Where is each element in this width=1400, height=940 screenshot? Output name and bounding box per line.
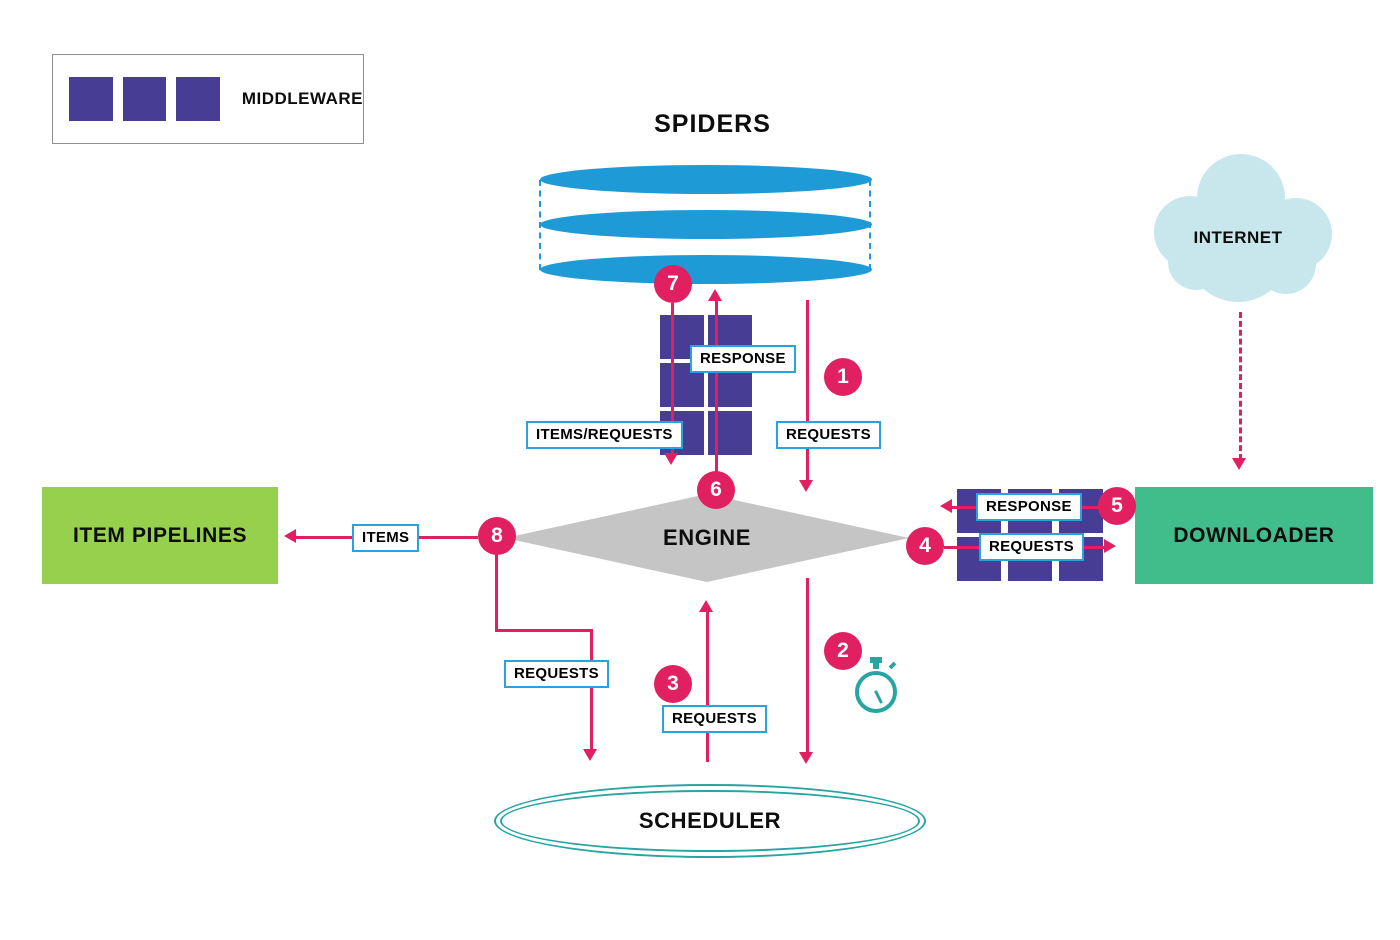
spider-disc: [540, 165, 872, 194]
flow-line-step8-segment: [495, 553, 498, 631]
middleware-square-icon: [122, 77, 167, 121]
flow-line-step8-segment: [495, 629, 593, 632]
chip-items-to-pipelines: ITEMS: [352, 524, 420, 552]
middleware-legend: MIDDLEWARE: [52, 54, 364, 144]
flow-line-items-requests-spiders-engine: [671, 303, 674, 455]
step-badge-3: 3: [654, 665, 692, 703]
cloud-icon: [1154, 154, 1332, 302]
arrowhead-up-icon: [699, 600, 713, 612]
internet-label: INTERNET: [1193, 228, 1283, 247]
flow-line-engine-scheduler: [806, 578, 809, 754]
arrowhead-down-icon: [1232, 458, 1246, 470]
flow-line-scheduler-engine: [706, 612, 709, 762]
arrowhead-left-icon: [940, 499, 952, 513]
arrowhead-down-icon: [664, 453, 678, 465]
spiders-title: SPIDERS: [654, 110, 771, 138]
arrowhead-down-icon: [583, 749, 597, 761]
scheduler-label: SCHEDULER: [500, 790, 920, 852]
legend-label: MIDDLEWARE: [241, 89, 363, 108]
arrowhead-down-icon: [799, 480, 813, 492]
chip-items-requests: ITEMS/REQUESTS: [526, 421, 683, 449]
downloader-node: DOWNLOADER: [1135, 487, 1373, 584]
step-badge-2: 2: [824, 632, 862, 670]
chip-requests-engine-to-scheduler: REQUESTS: [504, 660, 609, 688]
spider-disc: [540, 210, 872, 239]
internet-cloud: INTERNET: [1138, 148, 1338, 306]
chip-response-to-spiders: RESPONSE: [690, 345, 796, 373]
step-badge-1: 1: [824, 358, 862, 396]
item-pipelines-node: ITEM PIPELINES: [42, 487, 278, 584]
internet-downloader-dashed-line: [1239, 312, 1242, 460]
arrowhead-right-icon: [1104, 539, 1116, 553]
stopwatch-icon: [848, 656, 904, 721]
flow-line-response-engine-spiders: [715, 300, 718, 472]
step-badge-4: 4: [906, 527, 944, 565]
spider-disc: [540, 255, 872, 284]
step-badge-5: 5: [1098, 487, 1136, 525]
flow-line-requests-spiders-engine: [806, 300, 809, 482]
step-badge-8: 8: [478, 517, 516, 555]
step-badge-7: 7: [654, 265, 692, 303]
flow-line-step8-segment: [590, 629, 593, 751]
arrowhead-left-icon: [284, 529, 296, 543]
chip-requests-scheduler-to-engine: REQUESTS: [662, 705, 767, 733]
arrowhead-down-icon: [799, 752, 813, 764]
step-badge-6: 6: [697, 471, 735, 509]
arrowhead-up-icon: [708, 289, 722, 301]
chip-response-from-downloader: RESPONSE: [976, 493, 1082, 521]
chip-requests-from-spiders: REQUESTS: [776, 421, 881, 449]
scheduler-node: SCHEDULER: [494, 784, 926, 858]
middleware-square-icon: [69, 77, 113, 121]
chip-requests-to-downloader: REQUESTS: [979, 533, 1084, 561]
middleware-square-icon: [176, 77, 220, 121]
